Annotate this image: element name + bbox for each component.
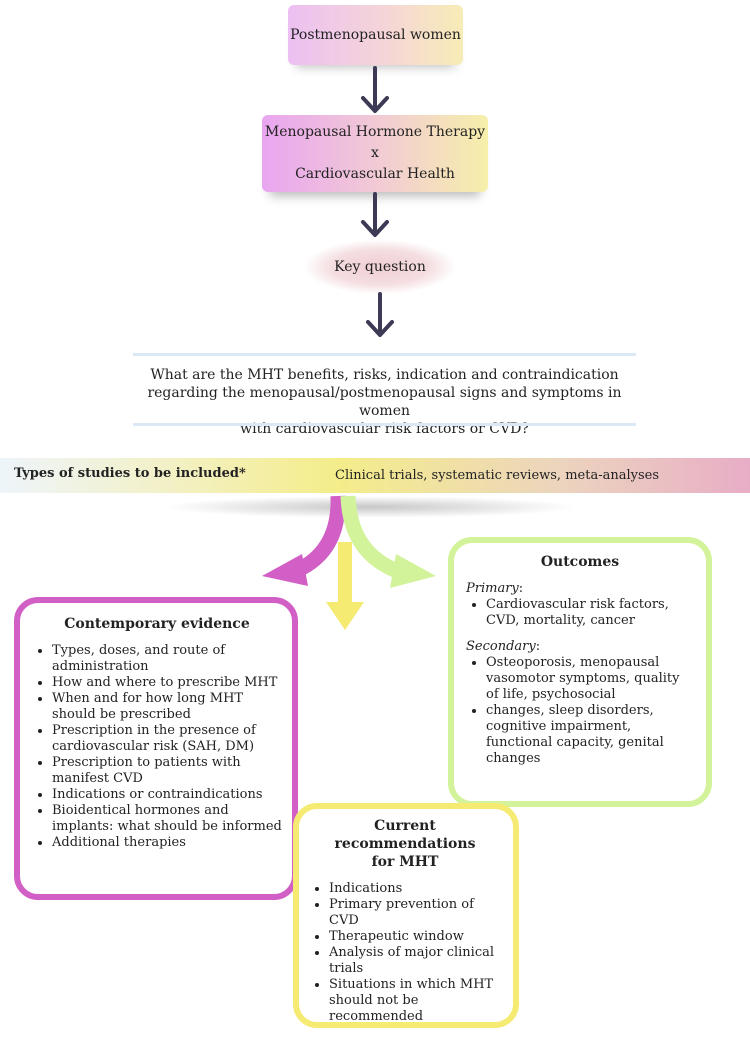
studies-label: Types of studies to be included*: [14, 466, 246, 481]
list-item: Prescription in the presence of cardiova…: [52, 723, 282, 755]
list-item: Bioidentical hormones and implants: what…: [52, 803, 282, 835]
contemporary-evidence-title: Contemporary evidence: [64, 616, 250, 632]
step-mht-line2: Cardiovascular Health: [295, 166, 455, 182]
studies-value: Clinical trials, systematic reviews, met…: [335, 468, 659, 483]
current-recommendations-title-line2: for MHT: [371, 854, 439, 870]
question-line: regarding the menopausal/postmenopausal …: [147, 385, 622, 419]
list-item: Therapeutic window: [329, 929, 501, 945]
outcomes-secondary-list: Osteoporosis, menopausal vasomotor sympt…: [466, 655, 694, 767]
question-bottom-rule: [133, 423, 636, 426]
studies-band: [0, 458, 750, 493]
arrow-down-icon: [361, 66, 389, 113]
list-item: Cardiovascular risk factors, CVD, mortal…: [486, 597, 694, 629]
outcomes-title: Outcomes: [540, 554, 620, 570]
question-line: What are the MHT benefits, risks, indica…: [150, 367, 619, 383]
outcomes-secondary-label: Secondary:: [466, 639, 541, 654]
contemporary-evidence-card: Contemporary evidence Types, doses, and …: [14, 597, 298, 900]
current-recommendations-title-line1: Current recommendations: [334, 818, 476, 852]
key-question-text: What are the MHT benefits, risks, indica…: [133, 366, 636, 438]
outcomes-primary-label: Primary:: [466, 581, 524, 596]
arrow-left-pink-icon: [262, 495, 346, 586]
current-recommendations-list: Indications Primary prevention of CVD Th…: [309, 881, 501, 1025]
list-item: Situations in which MHT should not be re…: [329, 977, 501, 1025]
studies-band-shadow: [160, 496, 580, 518]
step-postmenopausal-women: Postmenopausal women: [288, 5, 463, 65]
current-recommendations-card: Current recommendations for MHT Indicati…: [293, 803, 519, 1028]
key-question-label: Key question: [334, 259, 426, 275]
arrow-right-green-icon: [340, 495, 436, 588]
outcomes-card: Outcomes Primary: Cardiovascular risk fa…: [448, 537, 712, 807]
list-item: Indications or contraindications: [52, 787, 282, 803]
list-item: Osteoporosis, menopausal vasomotor sympt…: [486, 655, 694, 703]
step-mht-cardiovascular-health: Menopausal Hormone Therapy x Cardiovascu…: [262, 115, 488, 192]
outcomes-primary-list: Cardiovascular risk factors, CVD, mortal…: [466, 597, 694, 629]
arrow-down-icon: [366, 292, 394, 337]
step-postmenopausal-women-label: Postmenopausal women: [290, 27, 461, 43]
contemporary-evidence-list: Types, doses, and route of administratio…: [32, 643, 282, 851]
list-item: Analysis of major clinical trials: [329, 945, 501, 977]
list-item: Indications: [329, 881, 501, 897]
step-mht-line1: Menopausal Hormone Therapy x: [264, 124, 486, 161]
list-item: changes, sleep disorders, cognitive impa…: [486, 703, 694, 767]
arrow-down-icon: [361, 192, 389, 237]
arrow-down-yellow-icon: [326, 542, 364, 630]
current-recommendations-title: Current recommendations for MHT: [309, 817, 501, 871]
list-item: Prescription to patients with manifest C…: [52, 755, 282, 787]
list-item: Types, doses, and route of administratio…: [52, 643, 282, 675]
list-item: Primary prevention of CVD: [329, 897, 501, 929]
list-item: When and for how long MHT should be pres…: [52, 691, 282, 723]
list-item: How and where to prescribe MHT: [52, 675, 282, 691]
branch-arrows: [262, 495, 436, 630]
question-top-rule: [133, 353, 636, 356]
key-question-node: Key question: [305, 240, 455, 294]
list-item: Additional therapies: [52, 835, 282, 851]
